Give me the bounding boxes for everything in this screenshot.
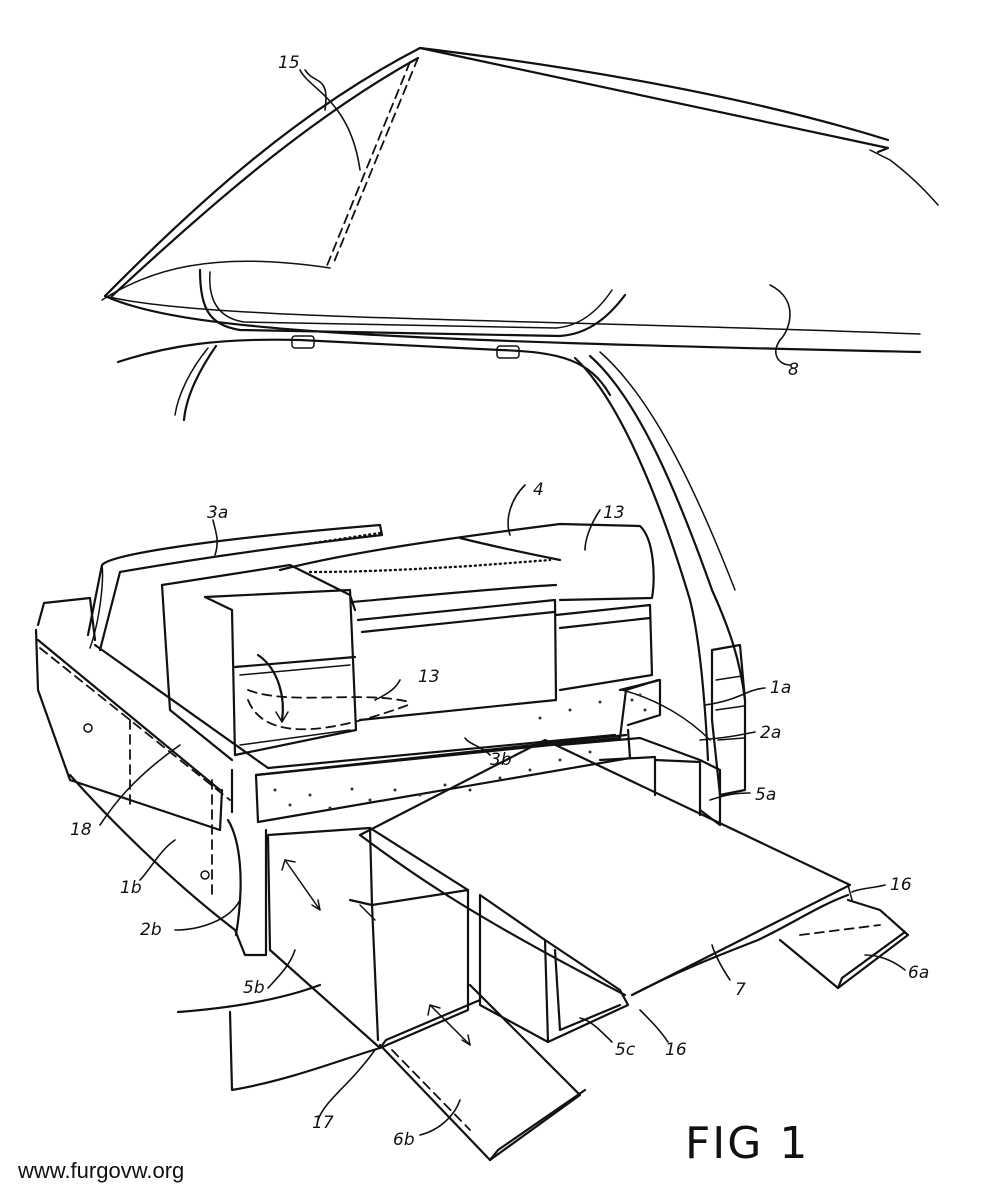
platform	[358, 738, 853, 997]
label-1b: 1b	[120, 878, 142, 898]
label-6b: 6b	[393, 1130, 415, 1150]
drawer-center	[478, 893, 630, 1044]
vehicle-body	[116, 335, 747, 797]
label-13-lower: 13	[418, 667, 440, 687]
label-5b: 5b	[243, 978, 265, 998]
drawer-right	[558, 736, 722, 827]
drawer-left	[176, 826, 587, 1162]
figure-title: FIG 1	[685, 1118, 809, 1169]
label-13-top: 13	[603, 503, 625, 523]
seat-back	[86, 523, 384, 652]
label-6a: 6a	[908, 963, 929, 983]
ramp-right	[778, 898, 910, 990]
label-8: 8	[788, 360, 799, 380]
tailgate	[101, 46, 939, 354]
left-rail	[34, 596, 617, 957]
reference-labels: 15 8 4 13 3a 13 1a 2a 5a 3b 18 1b 2b 5b …	[70, 53, 929, 1150]
label-7: 7	[735, 980, 746, 1000]
foam-speckle	[273, 693, 647, 810]
label-1a: 1a	[770, 678, 791, 698]
label-3a: 3a	[207, 503, 228, 523]
label-16-lower: 16	[665, 1040, 687, 1060]
watermark: www.furgovw.org	[17, 1158, 184, 1183]
label-16-right: 16	[890, 875, 912, 895]
storage-unit	[160, 522, 655, 762]
label-2a: 2a	[760, 723, 781, 743]
label-3b: 3b	[490, 750, 512, 770]
label-2b: 2b	[140, 920, 162, 940]
label-18: 18	[70, 820, 92, 840]
label-17: 17	[312, 1113, 334, 1133]
label-5a: 5a	[755, 785, 776, 805]
leader-lines	[99, 69, 906, 1136]
label-5c: 5c	[615, 1040, 636, 1060]
label-4: 4	[533, 480, 544, 500]
label-15: 15	[278, 53, 300, 73]
